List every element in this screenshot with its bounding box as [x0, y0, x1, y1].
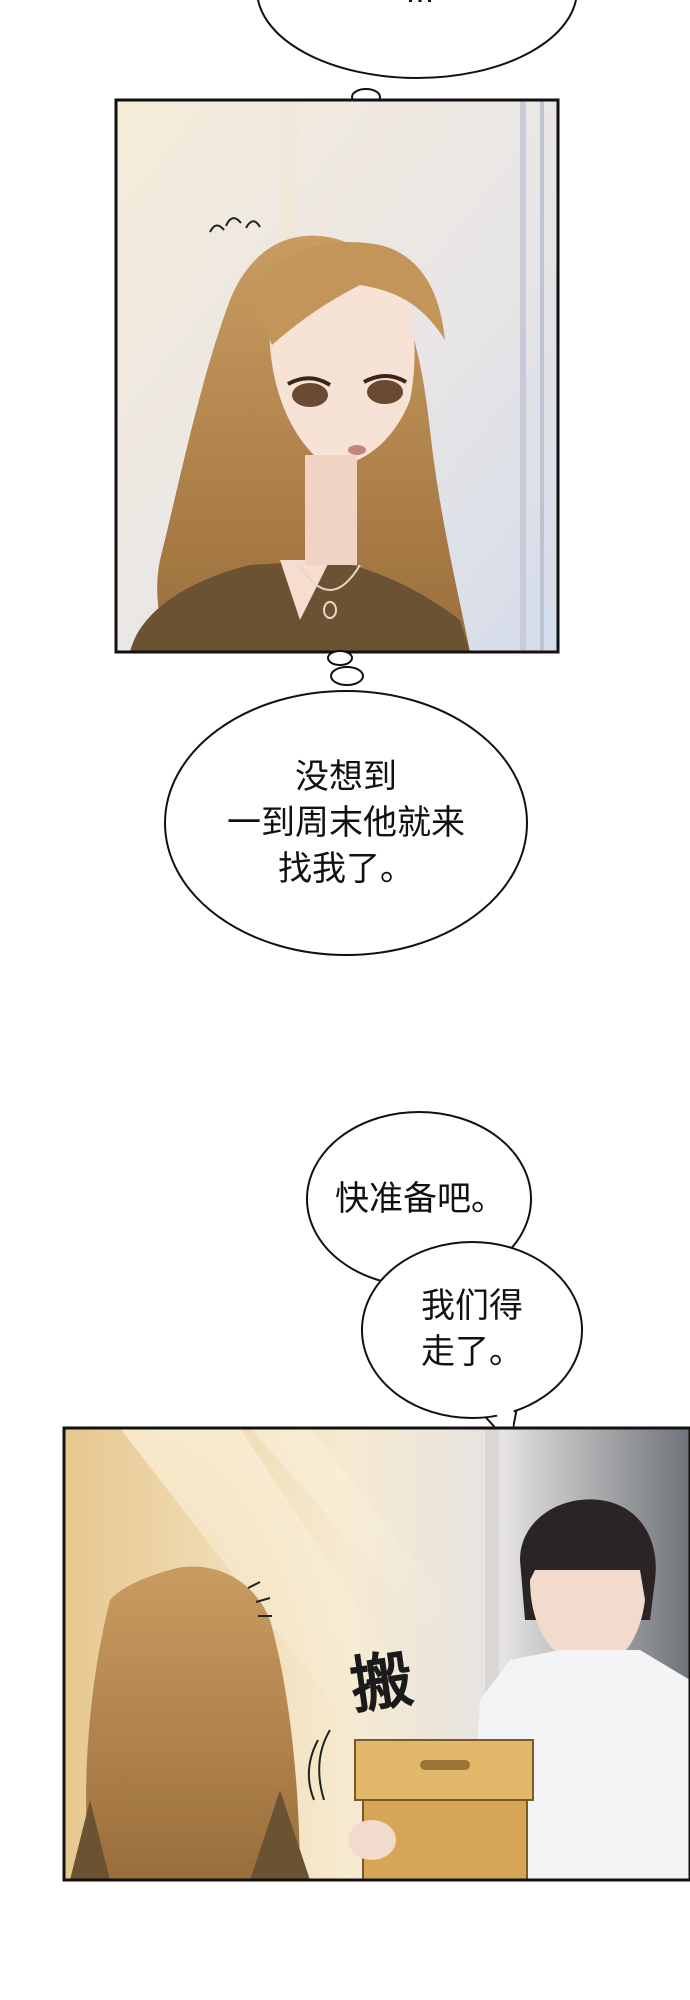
top-bubble-text: ...	[330, 0, 510, 16]
panel-2	[62, 1426, 690, 1882]
speech-bubble-2-text: 我们得 走了。	[421, 1286, 523, 1372]
speech-bubble-1-text: 快准备吧。	[335, 1179, 505, 1219]
sfx-lift: 搬	[345, 1641, 418, 1723]
thought-bubble-text: 没想到 一到周末他就来 找我了。	[227, 757, 465, 889]
panel-1	[114, 98, 560, 654]
thought-bubble	[164, 650, 528, 956]
